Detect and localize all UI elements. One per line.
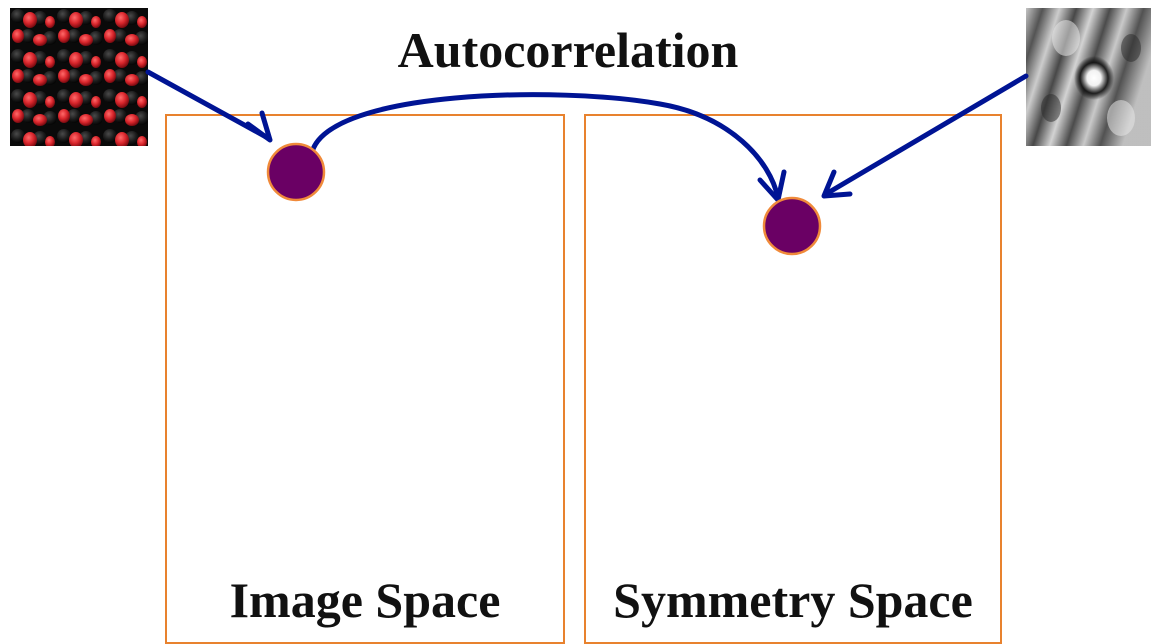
diagram-title: Autocorrelation [397, 22, 739, 78]
texture-image-icon [10, 8, 148, 146]
image-space-panel: Image Space [165, 114, 565, 644]
symmetry-space-panel: Symmetry Space [584, 114, 1002, 644]
symmetry-space-label: Symmetry Space [613, 572, 973, 628]
image-space-label: Image Space [229, 572, 501, 628]
autocorrelation-image-icon [1026, 8, 1151, 146]
